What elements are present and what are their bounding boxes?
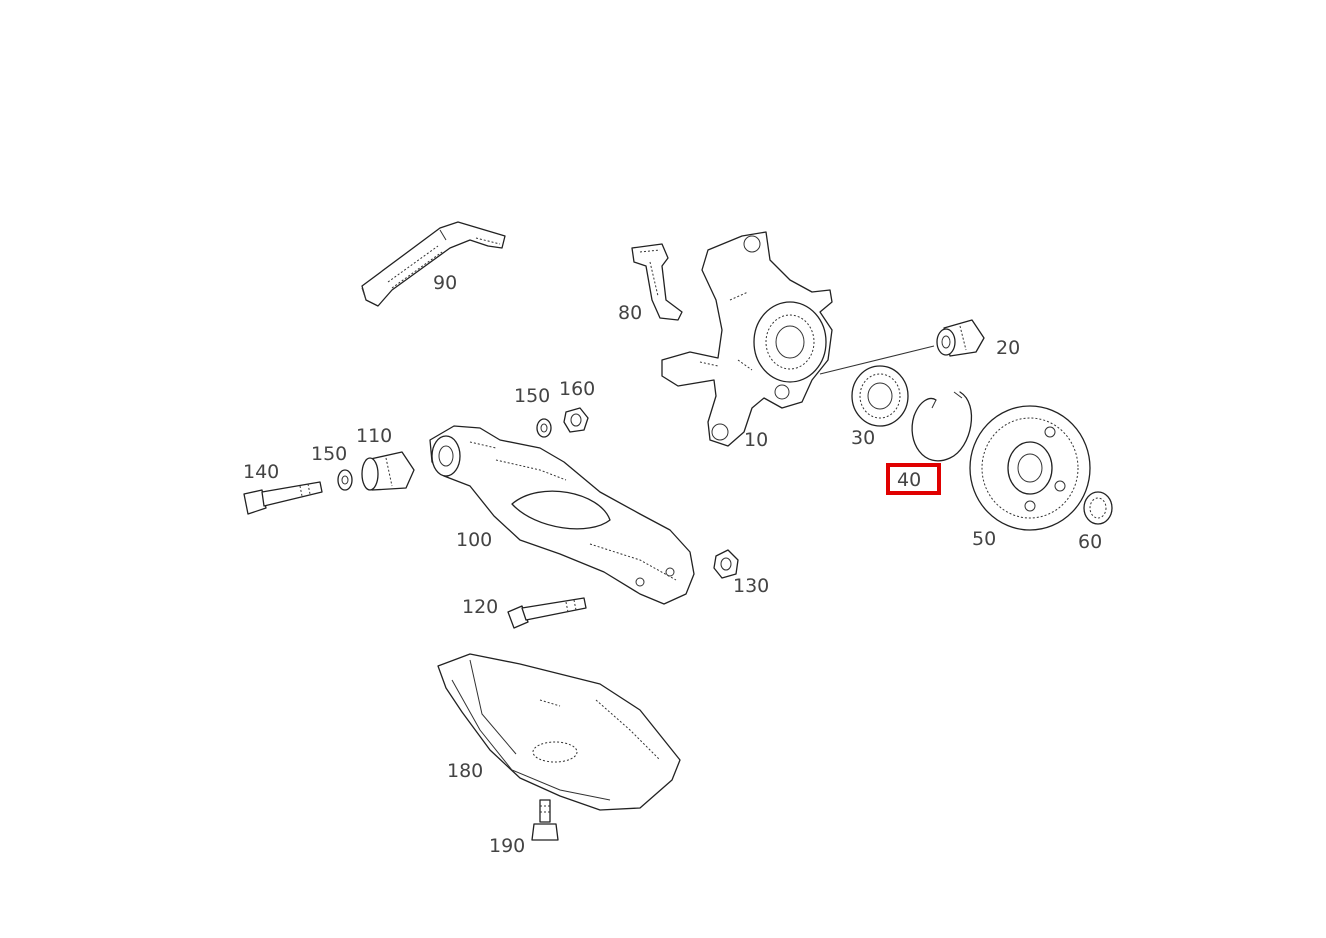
part-80-bracket[interactable]	[631, 243, 683, 321]
callout-140[interactable]: 140	[243, 461, 279, 483]
part-120-bolt[interactable]	[507, 597, 587, 629]
part-130-nut[interactable]	[713, 549, 739, 579]
callout-160[interactable]: 160	[559, 378, 595, 400]
callout-180[interactable]: 180	[447, 760, 483, 782]
part-90-bracket[interactable]	[361, 221, 506, 307]
callout-60[interactable]: 60	[1078, 531, 1102, 553]
leader-line-20	[819, 345, 935, 375]
callout-120[interactable]: 120	[462, 596, 498, 618]
callout-30[interactable]: 30	[851, 427, 875, 449]
callout-80[interactable]: 80	[618, 302, 642, 324]
callout-20[interactable]: 20	[996, 337, 1020, 359]
part-190-fitting[interactable]	[531, 799, 559, 841]
callout-40[interactable]: 40	[897, 469, 921, 491]
callout-150-left[interactable]: 150	[311, 443, 347, 465]
callout-90[interactable]: 90	[433, 272, 457, 294]
highlight-box-40	[886, 463, 941, 495]
callout-100[interactable]: 100	[456, 529, 492, 551]
part-150-washer-left[interactable]	[337, 469, 353, 491]
callout-190[interactable]: 190	[489, 835, 525, 857]
part-150-washer-top[interactable]	[536, 418, 552, 438]
part-110-bushing[interactable]	[361, 451, 415, 491]
part-10-wheel-carrier[interactable]	[661, 231, 833, 447]
part-160-nut[interactable]	[563, 407, 589, 433]
callout-110[interactable]: 110	[356, 425, 392, 447]
part-40-circlip[interactable]	[911, 391, 973, 462]
callout-50[interactable]: 50	[972, 528, 996, 550]
part-100-control-arm[interactable]	[429, 425, 695, 605]
part-20-bushing[interactable]	[936, 319, 985, 357]
part-140-bolt[interactable]	[243, 481, 323, 515]
part-50-brake-disc[interactable]	[969, 405, 1091, 531]
callout-130[interactable]: 130	[733, 575, 769, 597]
part-30-bearing[interactable]	[851, 365, 909, 427]
part-180-cover[interactable]	[437, 653, 681, 811]
callout-10[interactable]: 10	[744, 429, 768, 451]
callout-150-top[interactable]: 150	[514, 385, 550, 407]
part-60-nut[interactable]	[1083, 491, 1113, 525]
